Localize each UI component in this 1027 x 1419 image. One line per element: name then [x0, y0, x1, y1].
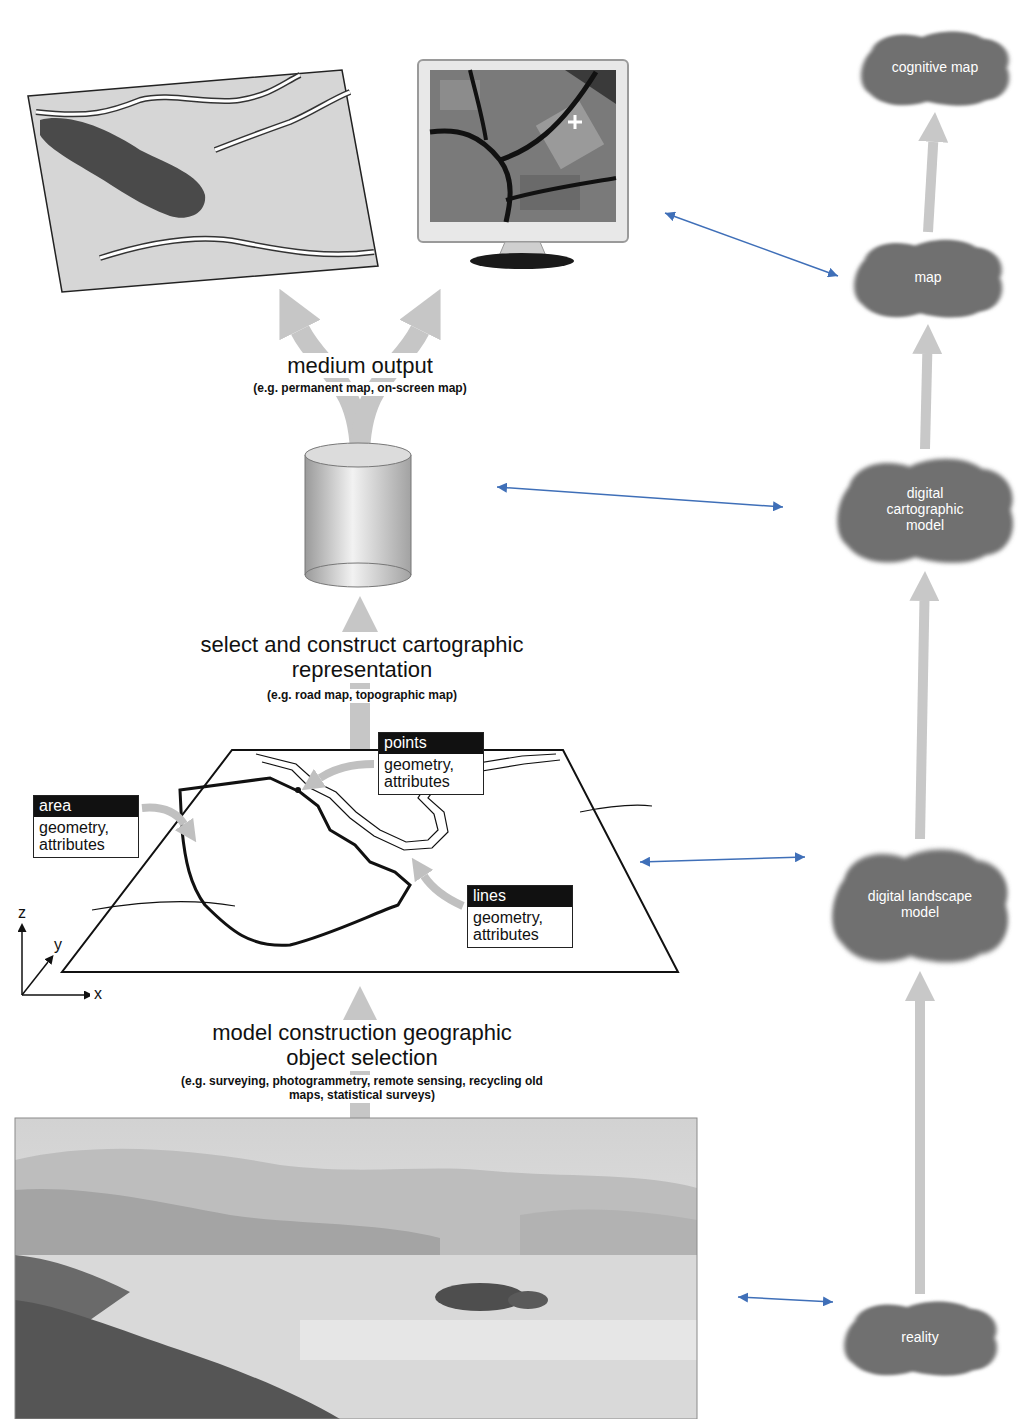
feature-box: linesgeometry, attributes: [467, 885, 573, 948]
axis-symbol: [22, 932, 84, 995]
aerial-image: [430, 70, 616, 222]
feature-box: areageometry, attributes: [33, 795, 139, 858]
model-blob: digital cartographic model: [830, 451, 1020, 569]
road-line: [256, 754, 556, 842]
feature-line: [92, 902, 235, 910]
blob-fill: [861, 32, 1009, 106]
monitor-frame: [418, 60, 628, 242]
photo-hills: [520, 1210, 697, 1262]
axis-line: [21, 932, 23, 995]
aerial-road: [506, 178, 616, 200]
cylinder-top: [305, 443, 411, 467]
monitor-base: [470, 253, 574, 269]
photo-water: [15, 1255, 697, 1419]
flow-arrow: [928, 142, 933, 232]
photo-reflection: [300, 1320, 697, 1360]
photo-frame: [15, 1118, 697, 1419]
road-line: [36, 75, 300, 114]
cylinder-edge: [411, 455, 412, 575]
location-cross: [568, 115, 582, 129]
step-example: (e.g. permanent map, on-screen map): [249, 382, 470, 396]
road-line: [36, 75, 300, 114]
landscape-plane: [62, 750, 678, 972]
feature-box: pointsgeometry, attributes: [378, 732, 484, 795]
axis-line: [22, 994, 84, 996]
aerial-road: [430, 131, 510, 222]
model-blob: map: [848, 234, 1008, 322]
axis-label: z: [14, 904, 30, 922]
model-name: digital landscape model: [865, 889, 975, 920]
step-label: select and construct cartographic repres…: [178, 632, 546, 683]
aerial-shadow: [565, 70, 616, 104]
blob-fill: [844, 1302, 997, 1376]
feature-type: lines: [468, 886, 572, 907]
correspondence-arrow: [665, 213, 838, 276]
blob-fill: [854, 240, 1002, 318]
paper-map: [28, 70, 378, 292]
monitor: [418, 60, 628, 269]
feature-type: area: [34, 796, 138, 817]
feature-fields: geometry, attributes: [379, 754, 483, 794]
model-name: map: [914, 270, 941, 286]
aerial-road: [500, 72, 596, 160]
flow-arrow: [915, 1001, 925, 1294]
photo-sky: [15, 1118, 697, 1419]
road-line: [100, 239, 374, 258]
road-line: [100, 239, 374, 258]
database-cylinder: [305, 443, 411, 587]
point-feature: [295, 787, 301, 793]
model-name: digital cartographic model: [870, 486, 980, 533]
road-line: [215, 92, 350, 150]
leader-arrow: [142, 808, 184, 824]
model-blob: cognitive map: [855, 26, 1015, 110]
axis-label: x: [90, 985, 106, 1003]
feature-fields: geometry, attributes: [34, 817, 138, 857]
correspondence-arrow: [640, 857, 805, 862]
correspondence-arrow: [497, 487, 783, 507]
area-outline: [180, 778, 410, 945]
model-blob: digital landscape model: [825, 841, 1015, 969]
step-label: medium output: [283, 353, 437, 378]
model-blob: reality: [838, 1296, 1003, 1380]
photo-hills: [15, 1189, 440, 1262]
model-name: reality: [901, 1330, 938, 1346]
leader-arrow: [320, 764, 374, 778]
blob-fill: [832, 850, 1008, 963]
feature-type: points: [379, 733, 483, 754]
photo-island: [508, 1291, 548, 1309]
flow-arrow: [925, 354, 927, 449]
map-sheet: [28, 70, 378, 292]
axis-line: [22, 962, 48, 995]
photo-trees: [15, 1300, 340, 1419]
aerial-road: [470, 70, 486, 140]
step-example: (e.g. surveying, photogrammetry, remote …: [163, 1075, 561, 1103]
flow-arrow: [920, 601, 924, 839]
step-example: (e.g. road map, topographic map): [263, 689, 461, 703]
step-label: model construction geographic object sel…: [203, 1020, 521, 1071]
road-line: [215, 92, 350, 150]
cylinder-edge: [305, 455, 306, 575]
model-name: cognitive map: [892, 60, 978, 76]
landscape-photo: [15, 1118, 697, 1419]
correspondence-arrow: [738, 1297, 833, 1302]
cylinder-body: [305, 455, 411, 575]
feature-line: [580, 805, 652, 812]
feature-fields: geometry, attributes: [468, 907, 572, 947]
cylinder-bottom: [305, 563, 411, 587]
leader-arrow: [424, 876, 463, 906]
lake-shape: [40, 118, 205, 218]
blob-fill: [837, 459, 1013, 563]
plane-outline: [62, 750, 678, 972]
axis-label: y: [50, 936, 66, 954]
